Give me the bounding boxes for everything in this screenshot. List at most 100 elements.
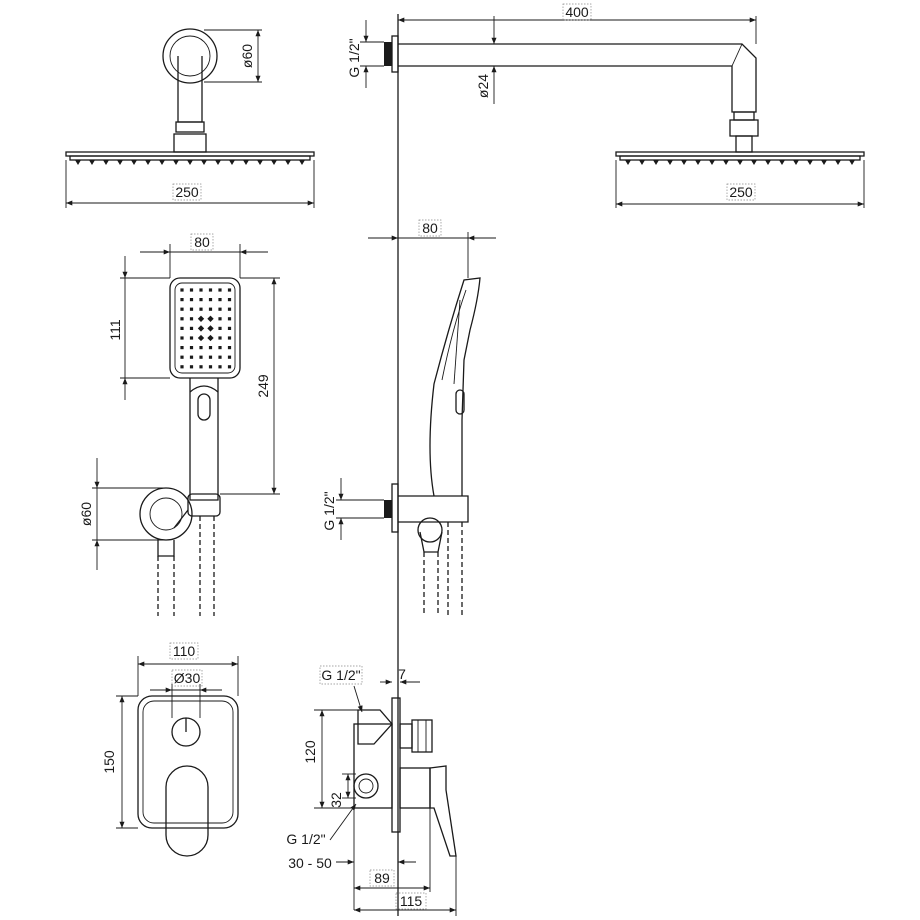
knob-dia-label: Ø30 [174, 670, 201, 686]
spray-dot [208, 355, 213, 359]
spray-dot [180, 365, 184, 369]
spray-dot [199, 307, 203, 311]
hand-shower-side: 80 G 1/2" [321, 219, 496, 616]
spray-dot [218, 346, 222, 350]
total-depth-label: 115 [400, 893, 423, 909]
cartridge-side [399, 767, 431, 809]
nozzle [131, 160, 137, 165]
spray-dot [180, 326, 184, 330]
hand-shower-front: 80 111 249 ø60 [78, 233, 280, 616]
spray-dot [218, 326, 222, 330]
wall-thread-mid-label: G 1/2" [321, 491, 337, 530]
spray-dot [180, 317, 184, 321]
spray-dot [227, 326, 232, 330]
wall-gap-label: 7 [398, 666, 406, 682]
nozzle [653, 160, 659, 165]
spray-dot [189, 346, 194, 350]
pipe-diameter-label: ø24 [475, 74, 491, 98]
spray-dot [199, 298, 203, 302]
hand-head-height-label: 111 [107, 319, 123, 340]
outlet-dist-label: 32 [328, 792, 344, 808]
spray-dot [180, 355, 184, 359]
hand-side-profile [429, 277, 481, 497]
nozzle [639, 160, 645, 165]
nozzle [667, 160, 673, 165]
nozzle [89, 160, 95, 165]
spray-dot [189, 298, 194, 302]
overhead-shower-front: ø60 250 [65, 28, 315, 208]
hand-flange-dia-label: ø60 [78, 502, 94, 526]
rose-dia-right-label: 250 [729, 184, 753, 200]
nozzle [187, 160, 193, 165]
swivel-joint [173, 133, 207, 153]
diverter-side [411, 719, 433, 753]
spray-dot [208, 346, 213, 350]
nozzle [807, 160, 813, 165]
mixer-lever-side [429, 765, 457, 857]
nozzle [257, 160, 263, 165]
spray-dot [208, 298, 213, 302]
nozzle [793, 160, 799, 165]
nozzle [201, 160, 207, 165]
nozzle [229, 160, 235, 165]
spray-dot [197, 334, 205, 342]
nozzle [821, 160, 827, 165]
nozzle [779, 160, 785, 165]
spray-dot [197, 315, 205, 322]
nozzle [75, 160, 81, 165]
spray-dot [189, 336, 194, 340]
spray-dot [207, 334, 214, 342]
spray-dot [180, 336, 184, 340]
spray-dots [180, 288, 232, 369]
hand-total-height-label: 249 [255, 374, 271, 398]
nozzle [159, 160, 165, 165]
mixer-thread-bottom-label: G 1/2" [286, 831, 325, 847]
nozzle [751, 160, 757, 165]
nozzle [299, 160, 305, 165]
spray-dot [218, 307, 222, 311]
nozzle [173, 160, 179, 165]
spray-dot [189, 317, 194, 321]
nozzle [849, 160, 855, 165]
spray-dot [189, 355, 194, 359]
mixer-lever-front [165, 765, 209, 857]
spray-dot [227, 355, 232, 359]
nozzle [215, 160, 221, 165]
nozzle [103, 160, 109, 165]
button-slot [197, 393, 211, 421]
spray-dot [227, 336, 232, 340]
spray-dot [227, 288, 232, 292]
hand-handle [189, 378, 219, 501]
mixer-side-section: G 1/2" 7 120 32 G 1/2" 30 - 50 89 115 [286, 665, 457, 916]
spray-dot [199, 365, 203, 369]
nozzle [765, 160, 771, 165]
nozzle [737, 160, 743, 165]
spray-dot [227, 298, 232, 302]
nozzle [625, 160, 631, 165]
spray-dot [218, 365, 222, 369]
nozzle [271, 160, 277, 165]
spray-dot [207, 315, 214, 322]
cover-plate [137, 695, 239, 829]
spray-dot [199, 288, 203, 292]
spray-dot [227, 317, 232, 321]
spray-dot [207, 325, 214, 332]
spray-dot [180, 298, 184, 302]
flange-dia-top-label: ø60 [239, 44, 255, 68]
spray-dot [180, 288, 184, 292]
mixer-body-section [353, 723, 393, 809]
hand-head [169, 277, 241, 379]
spray-dot [189, 326, 194, 330]
body-depth-label: 89 [374, 870, 390, 886]
thread-top [384, 42, 392, 66]
bottom-inlet [353, 773, 379, 799]
nozzle [709, 160, 715, 165]
arm-front [177, 56, 203, 123]
nozzle [145, 160, 151, 165]
install-depth-label: 30 - 50 [288, 855, 332, 871]
spray-dot [218, 317, 222, 321]
rose-dia-left-label: 250 [175, 184, 199, 200]
thread-mid [384, 500, 392, 518]
